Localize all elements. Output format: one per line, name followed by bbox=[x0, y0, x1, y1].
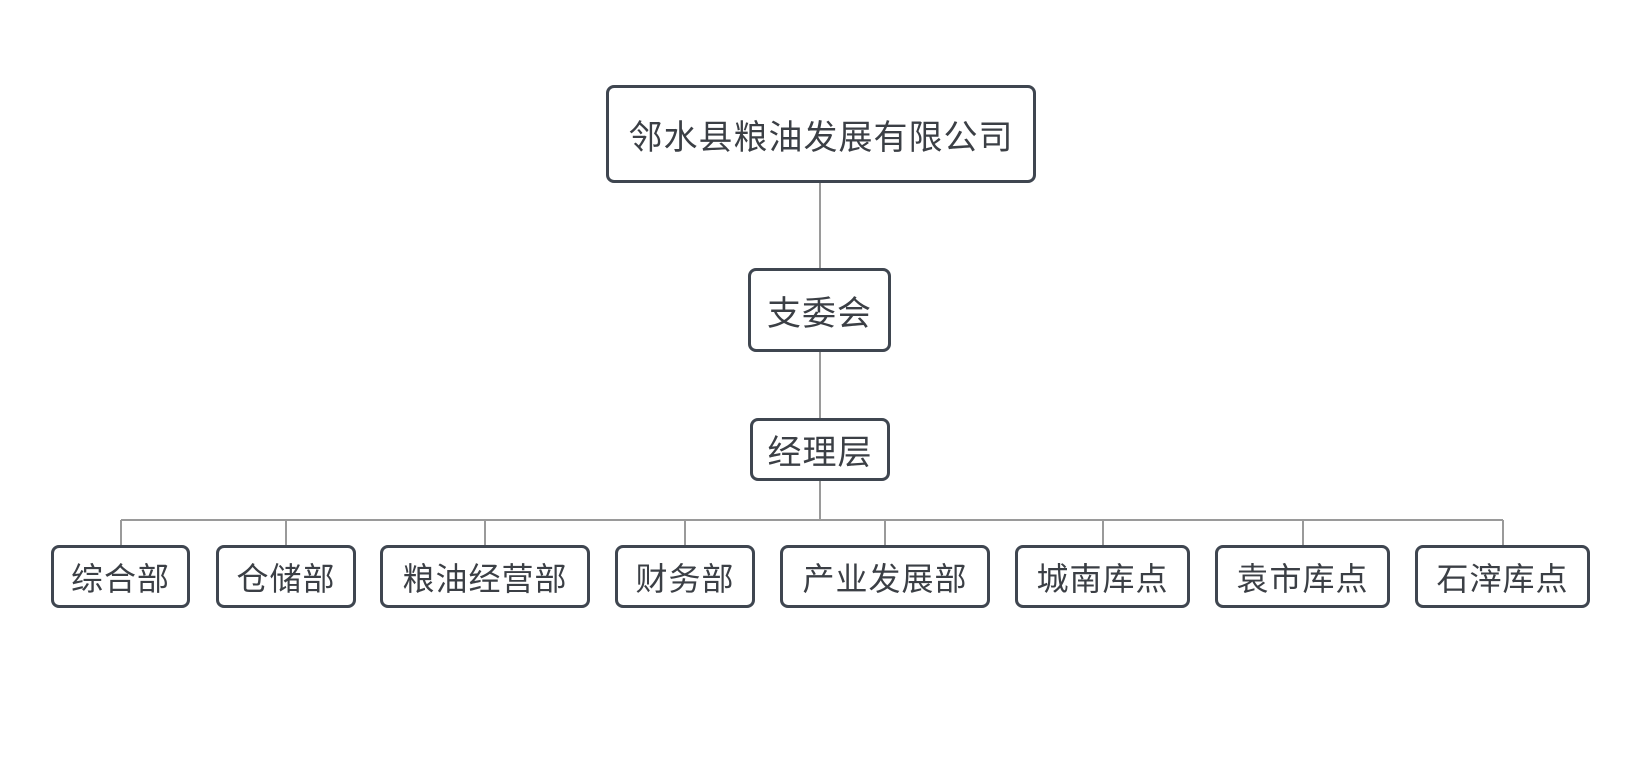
depot-node-yuanshi: 袁市库点 bbox=[1215, 545, 1390, 608]
depot-node-shizi: 石滓库点 bbox=[1415, 545, 1590, 608]
party-committee-node: 支委会 bbox=[748, 268, 891, 352]
department-node-industry-development: 产业发展部 bbox=[780, 545, 990, 608]
department-node-grain-oil-business: 粮油经营部 bbox=[380, 545, 590, 608]
management-node: 经理层 bbox=[750, 418, 890, 481]
depot-node-chengnan: 城南库点 bbox=[1015, 545, 1190, 608]
company-node: 邻水县粮油发展有限公司 bbox=[606, 85, 1036, 183]
department-node-warehousing: 仓储部 bbox=[216, 545, 356, 608]
department-node-general-affairs: 综合部 bbox=[51, 545, 190, 608]
department-node-finance: 财务部 bbox=[615, 545, 755, 608]
